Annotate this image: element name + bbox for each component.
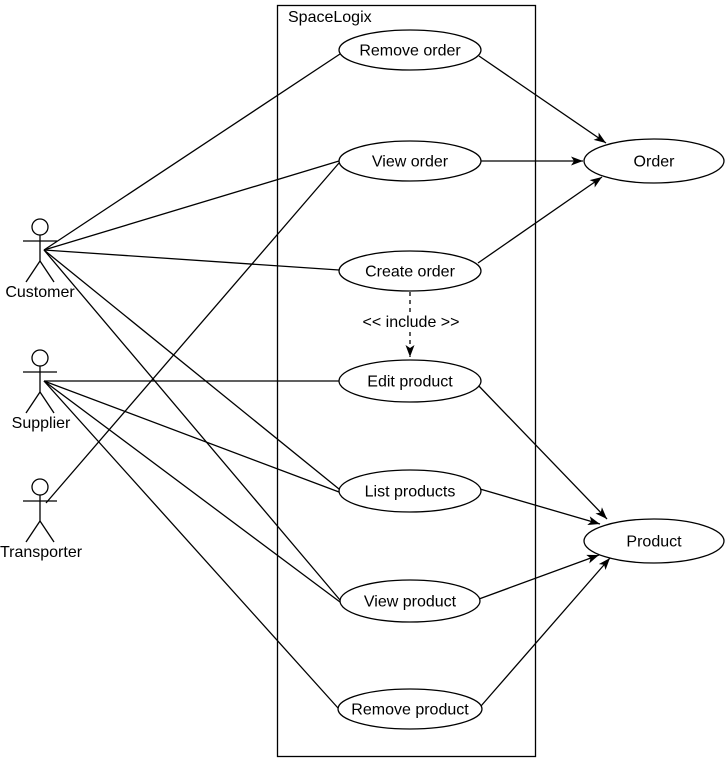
arrow-remove-order-to-order bbox=[478, 55, 607, 144]
use-case-create-order-label: Create order bbox=[365, 264, 455, 281]
arrow-list-products-to-product bbox=[479, 488, 601, 525]
use-case-edit-product-ellipse bbox=[338, 359, 482, 403]
arrow-edit-product-to-product bbox=[475, 382, 608, 520]
arrow-remove-product-to-product bbox=[480, 557, 611, 707]
arrow-view-product-to-product bbox=[478, 554, 600, 600]
use-case-remove-order-label: Remove order bbox=[359, 43, 461, 60]
use-case-view-order-label: View order bbox=[372, 154, 449, 171]
entity-order: Order bbox=[583, 138, 725, 184]
actor-supplier: Supplier bbox=[12, 349, 71, 432]
edge-customer-view-product bbox=[43, 249, 341, 601]
use-case-remove-product-label: Remove product bbox=[351, 702, 469, 719]
actor-supplier-left-leg bbox=[25, 391, 41, 414]
actor-transporter: Transporter bbox=[0, 478, 83, 561]
edge-customer-remove-order bbox=[43, 53, 341, 251]
edge-supplier-remove-product bbox=[43, 380, 339, 709]
actor-customer: Customer bbox=[5, 218, 75, 301]
use-case-remove-product: Remove product bbox=[337, 688, 483, 730]
use-case-list-products-ellipse bbox=[338, 469, 482, 513]
edge-transporter-view-order bbox=[45, 162, 340, 504]
actor-customer-head bbox=[31, 218, 49, 236]
use-case-view-order-ellipse bbox=[338, 140, 482, 182]
use-case-list-products-label: List products bbox=[365, 484, 456, 501]
actor-transporter-left-leg bbox=[25, 520, 41, 543]
actor-transporter-label: Transporter bbox=[0, 544, 83, 561]
edge-supplier-view-product bbox=[43, 380, 341, 603]
actor-customer-left-leg bbox=[25, 260, 41, 283]
edge-customer-list-products bbox=[43, 249, 340, 490]
use-case-create-order-ellipse bbox=[338, 250, 482, 292]
entity-product: Product bbox=[583, 518, 725, 564]
use-case-create-order: Create order bbox=[338, 250, 482, 292]
include-label: << include >> bbox=[363, 314, 460, 331]
use-case-remove-product-ellipse bbox=[337, 688, 483, 730]
edge-customer-create-order bbox=[43, 249, 340, 271]
actor-transporter-head bbox=[31, 478, 49, 496]
use-case-view-product-label: View product bbox=[364, 594, 457, 611]
system-boundary-label: SpaceLogix bbox=[288, 9, 372, 26]
use-case-view-product: View product bbox=[339, 579, 481, 623]
actor-supplier-head bbox=[31, 349, 49, 367]
actor-transporter-right-leg bbox=[39, 520, 55, 543]
use-case-view-product-ellipse bbox=[339, 579, 481, 623]
entity-product-ellipse bbox=[583, 518, 725, 564]
use-case-list-products: List products bbox=[338, 469, 482, 513]
entity-order-ellipse bbox=[583, 138, 725, 184]
actor-supplier-right-leg bbox=[39, 391, 55, 414]
arrow-create-order-to-order bbox=[477, 176, 603, 264]
use-case-edit-product: Edit product bbox=[338, 359, 482, 403]
use-case-remove-order: Remove order bbox=[338, 29, 482, 71]
entity-product-label: Product bbox=[626, 534, 682, 551]
edge-supplier-list-products bbox=[43, 380, 340, 493]
use-case-edit-product-label: Edit product bbox=[367, 374, 453, 391]
actor-customer-right-leg bbox=[39, 260, 55, 283]
actor-supplier-label: Supplier bbox=[12, 415, 71, 432]
include-label-background bbox=[360, 312, 462, 330]
edge-customer-view-order bbox=[43, 160, 340, 251]
use-case-remove-order-ellipse bbox=[338, 29, 482, 71]
entity-order-label: Order bbox=[634, 154, 676, 171]
use-case-view-order: View order bbox=[338, 140, 482, 182]
actor-customer-label: Customer bbox=[5, 284, 75, 301]
